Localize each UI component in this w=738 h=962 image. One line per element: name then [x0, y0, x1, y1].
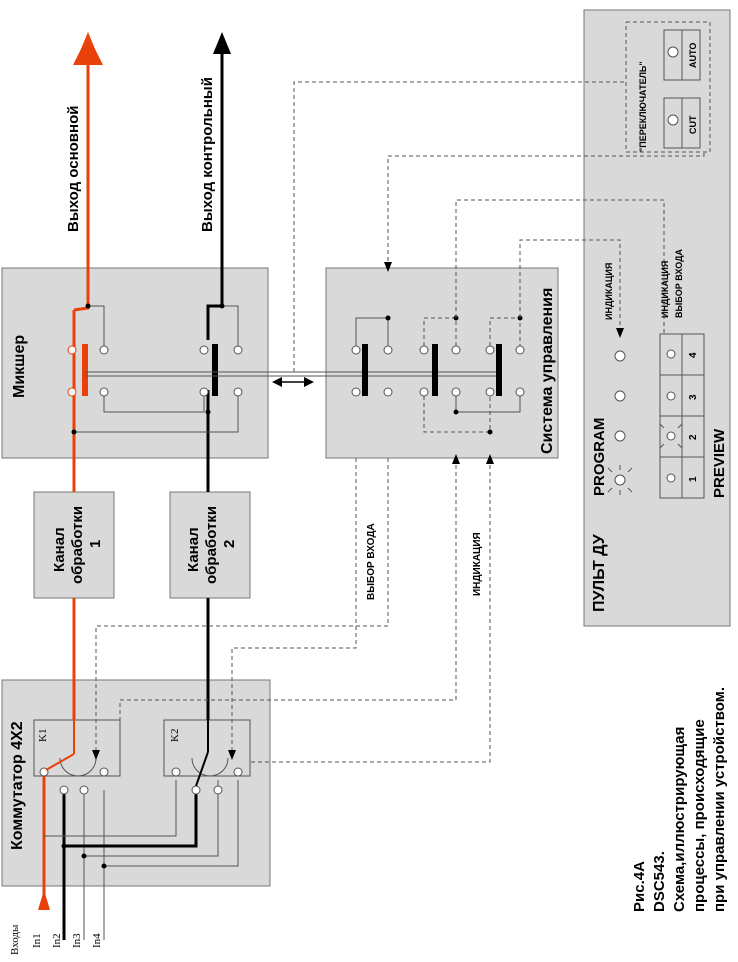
mixer-block	[1, 267, 269, 459]
switch-title: "ПЕРЕКЛЮЧАТЕЛЬ"	[638, 61, 648, 152]
auto-led	[667, 46, 679, 58]
out-main-label: Выход основной	[65, 106, 82, 232]
arrow-select-k2	[228, 750, 236, 760]
remote-panel-title: ПУЛЬТ ДУ	[591, 533, 608, 612]
input-lines	[38, 772, 239, 940]
program-label: PROGRAM	[591, 418, 608, 496]
channel1-line2: обработки	[69, 506, 86, 584]
in4-label: In4	[91, 933, 103, 948]
btn1-label: 1	[688, 476, 699, 482]
channel2-block	[169, 491, 251, 599]
panel-ind2-label: ИНДИКАЦИЯ	[660, 261, 670, 318]
preview-label: PREVIEW	[711, 428, 728, 498]
arrow-to-cs	[384, 262, 392, 272]
in3-label: In3	[71, 933, 83, 948]
in1-label: In1	[31, 933, 43, 948]
input-select-label: ВЫБОР ВХОДА	[366, 523, 377, 600]
preview-button-row	[659, 333, 705, 499]
caption-line4: процессы, происходящие	[691, 719, 708, 912]
k2-contacts	[171, 720, 243, 795]
in2-label: In2	[51, 933, 63, 948]
switcher-title: Коммутатор 4X2	[9, 721, 26, 850]
channel1-block	[33, 491, 115, 599]
channel2-line1: Канал	[185, 527, 202, 572]
auto-label: AUTO	[688, 43, 698, 68]
k1-label: K1	[37, 729, 49, 742]
panel-indication-label: ИНДИКАЦИЯ	[604, 263, 614, 320]
indication-label: ИНДИКАЦИЯ	[472, 532, 483, 596]
panel-sel-label: ВЫБОР ВХОДА	[674, 248, 684, 318]
control-system-title: Система управления	[539, 288, 556, 454]
arrow-panel-ind	[616, 328, 624, 338]
arrow-ind-2	[486, 454, 494, 464]
btn4-label: 4	[688, 352, 699, 358]
arrow-ind-1	[452, 454, 460, 464]
control-system-internals	[351, 315, 525, 435]
btn3-label: 3	[688, 394, 699, 400]
k2-label: K2	[169, 729, 181, 742]
channel1-line1: Канал	[51, 527, 68, 572]
program-leds	[607, 350, 633, 495]
inputs-title: Входы	[9, 924, 21, 955]
remote-panel-block	[583, 9, 731, 627]
arrow-select-k1	[92, 750, 100, 760]
mixer-internals	[67, 303, 500, 435]
caption-line2: DSC543.	[651, 851, 668, 912]
caption-line5: при управлении устройством.	[711, 687, 728, 912]
mixer-title: Микшер	[11, 335, 28, 398]
cut-led	[667, 114, 679, 126]
caption-line3: Схема,иллюстрирующая	[671, 727, 688, 912]
channel2-line3: 2	[221, 540, 238, 548]
channel2-line2: обработки	[203, 506, 220, 584]
control-signal-path	[206, 32, 231, 720]
caption-line1: Рис.4А	[631, 861, 648, 912]
control-system-block	[325, 267, 559, 459]
k1-box	[33, 719, 121, 777]
dashed-control-lines	[95, 21, 711, 763]
switcher-block	[1, 679, 271, 887]
cut-label: CUT	[688, 115, 698, 134]
channel1-line3: 1	[87, 540, 104, 548]
bidirectional-arrow	[272, 377, 314, 387]
out-control-label: Выход контрольный	[199, 77, 216, 232]
btn2-label: 2	[688, 434, 699, 440]
k1-contacts	[39, 720, 109, 795]
